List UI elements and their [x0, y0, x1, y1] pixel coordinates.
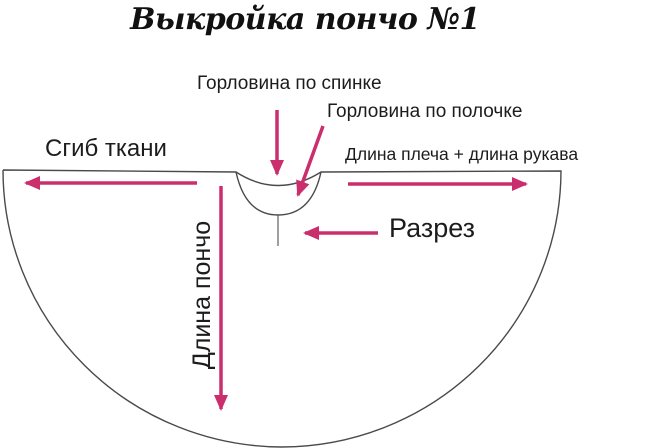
label-front-neckline: Горловина по полочке: [327, 101, 523, 122]
label-slit: Разрез: [389, 213, 476, 243]
pattern-outline: [2, 169, 562, 448]
label-back-neckline: Горловина по спинке: [197, 73, 382, 94]
label-fabric-fold: Сгиб ткани: [45, 135, 167, 162]
diagram-title: Выкройка пончо №1: [130, 2, 480, 37]
front-neckline-arrow: [296, 125, 325, 197]
label-poncho-length: Длина пончо: [188, 220, 216, 370]
label-shoulder-plus-sleeve: Длина плеча + длина рукава: [345, 144, 579, 164]
